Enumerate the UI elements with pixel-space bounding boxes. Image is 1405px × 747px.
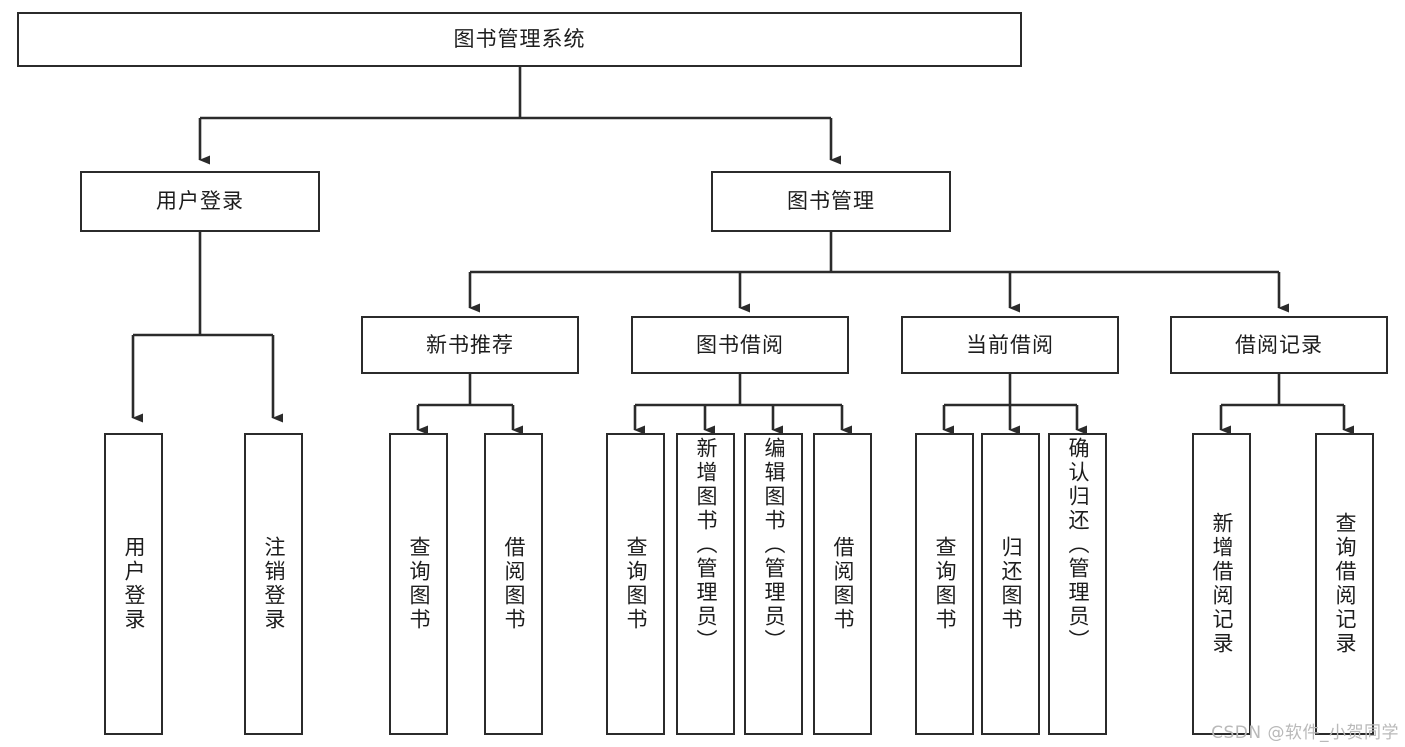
node-label: 图书借阅: [696, 332, 784, 357]
node-root-book-management-system[interactable]: 图书管理系统: [17, 12, 1022, 67]
leaf-query-book-recommend[interactable]: 查询图书: [389, 433, 448, 735]
node-label: 归还图书: [999, 536, 1023, 632]
node-label: 查询图书: [624, 536, 648, 632]
leaf-logout[interactable]: 注销登录: [244, 433, 303, 735]
leaf-user-login[interactable]: 用户登录: [104, 433, 163, 735]
leaf-add-book-admin[interactable]: 新增图书（管理员）: [676, 433, 735, 735]
leaf-borrow-book-recommend[interactable]: 借阅图书: [484, 433, 543, 735]
node-label: 新增图书（管理员）: [694, 437, 718, 653]
leaf-query-book-current[interactable]: 查询图书: [915, 433, 974, 735]
node-label: 查询图书: [933, 536, 957, 632]
node-label: 新增借阅记录: [1210, 512, 1234, 656]
leaf-confirm-return-admin[interactable]: 确认归还（管理员）: [1048, 433, 1107, 735]
node-label: 用户登录: [122, 536, 146, 632]
leaf-borrow-book[interactable]: 借阅图书: [813, 433, 872, 735]
node-label: 编辑图书（管理员）: [762, 437, 786, 653]
leaf-edit-book-admin[interactable]: 编辑图书（管理员）: [744, 433, 803, 735]
node-current-borrow[interactable]: 当前借阅: [901, 316, 1119, 374]
node-label: 查询图书: [407, 536, 431, 632]
csdn-watermark: CSDN @软件_小贺同学: [1211, 723, 1399, 743]
leaf-query-borrow-record[interactable]: 查询借阅记录: [1315, 433, 1374, 735]
node-label: 借阅图书: [831, 536, 855, 632]
node-label: 用户登录: [156, 189, 244, 214]
node-label: 新书推荐: [426, 332, 514, 357]
node-new-book-recommend[interactable]: 新书推荐: [361, 316, 579, 374]
leaf-query-book-borrow[interactable]: 查询图书: [606, 433, 665, 735]
node-label: 借阅记录: [1235, 332, 1323, 357]
node-label: 借阅图书: [502, 536, 526, 632]
node-label: 图书管理: [787, 189, 875, 214]
node-label: 当前借阅: [966, 332, 1054, 357]
node-label: 确认归还（管理员）: [1066, 437, 1090, 653]
leaf-return-book[interactable]: 归还图书: [981, 433, 1040, 735]
node-borrow-record[interactable]: 借阅记录: [1170, 316, 1388, 374]
node-book-management[interactable]: 图书管理: [711, 171, 951, 232]
leaf-add-borrow-record[interactable]: 新增借阅记录: [1192, 433, 1251, 735]
node-label: 查询借阅记录: [1333, 512, 1357, 656]
node-book-borrow[interactable]: 图书借阅: [631, 316, 849, 374]
node-user-login[interactable]: 用户登录: [80, 171, 320, 232]
node-label: 图书管理系统: [453, 27, 586, 52]
node-label: 注销登录: [262, 536, 286, 632]
